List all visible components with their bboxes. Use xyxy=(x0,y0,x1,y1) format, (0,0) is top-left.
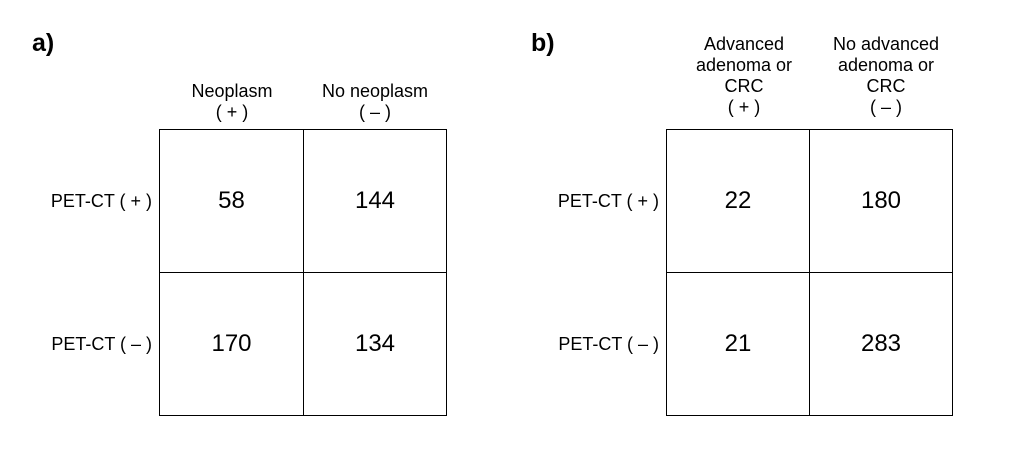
column-header-line: No neoplasm xyxy=(321,81,429,101)
cell-positive-positive: 22 xyxy=(724,187,752,214)
panel-b: b) Advanced adenoma or CRC ( + ) No adva… xyxy=(507,0,1014,458)
panel-a: a) Neoplasm ( + ) No neoplasm ( – ) PET-… xyxy=(0,0,500,458)
panel-label: b) xyxy=(531,29,555,57)
cell-negative-positive: 21 xyxy=(724,330,752,357)
column-header-line: Neoplasm xyxy=(191,81,273,101)
cell-positive-negative: 144 xyxy=(354,187,396,214)
row-header-pet-ct-negative: PET-CT ( – ) xyxy=(558,334,659,354)
column-header-line: Advanced xyxy=(703,34,785,54)
row-divider xyxy=(667,272,952,273)
column-header-line: CRC xyxy=(866,76,906,96)
row-divider xyxy=(160,272,446,273)
column-header-line: adenoma or xyxy=(837,55,935,75)
column-header-line: No advanced xyxy=(832,34,940,54)
row-header-pet-ct-positive: PET-CT ( + ) xyxy=(557,191,659,211)
row-header-pet-ct-positive: PET-CT ( + ) xyxy=(50,191,152,211)
column-header-line: ( + ) xyxy=(727,97,761,117)
cell-negative-negative: 134 xyxy=(354,330,396,357)
column-header-no-neoplasm: No neoplasm ( – ) xyxy=(300,81,450,123)
panel-label: a) xyxy=(32,29,55,57)
column-header-line: adenoma or xyxy=(695,55,793,75)
cell-positive-positive: 58 xyxy=(218,187,245,214)
cell-negative-negative: 283 xyxy=(860,330,902,357)
column-header-advanced-adenoma-or-crc: Advanced adenoma or CRC ( + ) xyxy=(669,34,819,118)
column-header-line: ( – ) xyxy=(358,102,391,122)
column-header-no-advanced-adenoma-or-crc: No advanced adenoma or CRC ( – ) xyxy=(811,34,961,118)
column-header-neoplasm: Neoplasm ( + ) xyxy=(157,81,307,123)
contingency-table: 58 144 170 134 xyxy=(159,129,447,416)
column-header-line: ( – ) xyxy=(869,97,902,117)
cell-negative-positive: 170 xyxy=(211,330,252,357)
row-header-pet-ct-negative: PET-CT ( – ) xyxy=(51,334,152,354)
column-header-line: CRC xyxy=(724,76,764,96)
contingency-table: 22 180 21 283 xyxy=(666,129,953,416)
column-header-line: ( + ) xyxy=(215,102,249,122)
cell-positive-negative: 180 xyxy=(860,187,902,214)
